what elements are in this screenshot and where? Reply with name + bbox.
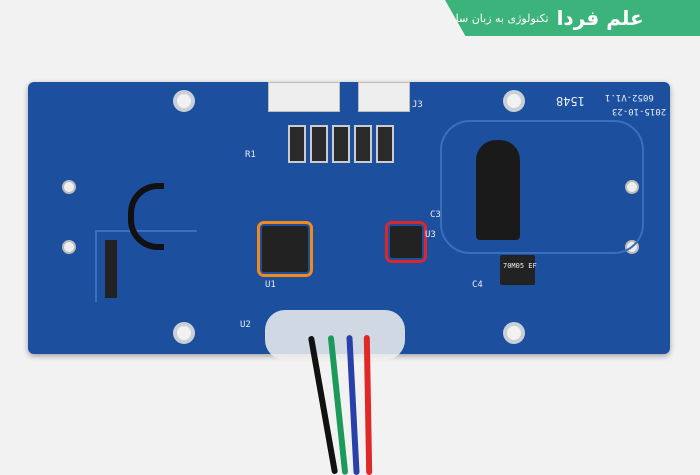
resistor bbox=[332, 125, 350, 163]
resistor bbox=[310, 125, 328, 163]
connector bbox=[358, 82, 410, 112]
mounting-hole bbox=[173, 322, 195, 344]
cable-clip bbox=[128, 183, 164, 250]
voltage-regulator bbox=[500, 255, 535, 285]
mounting-hole bbox=[503, 90, 525, 112]
label: U1 bbox=[265, 280, 276, 290]
label: C4 bbox=[472, 280, 483, 290]
resistor bbox=[288, 125, 306, 163]
pin-header bbox=[105, 240, 117, 298]
label: C3 bbox=[430, 210, 441, 220]
mounting-hole bbox=[503, 322, 525, 344]
label: U2 bbox=[240, 320, 251, 330]
resistor bbox=[376, 125, 394, 163]
trace bbox=[440, 120, 644, 254]
label: U3 bbox=[425, 230, 436, 240]
via-hole bbox=[625, 180, 639, 194]
via-hole bbox=[62, 180, 76, 194]
ic-chip-highlighted bbox=[385, 221, 427, 263]
regulator-marking: 70M05 EF bbox=[503, 262, 537, 270]
mounting-hole bbox=[173, 90, 195, 112]
brand-name: علم فردا bbox=[556, 6, 644, 30]
silkscreen-text: 1548 bbox=[556, 94, 585, 108]
resistor bbox=[354, 125, 372, 163]
silkscreen-text: 2015-10-23 bbox=[612, 106, 667, 116]
via-hole bbox=[62, 240, 76, 254]
label: R1 bbox=[245, 150, 256, 160]
label: J3 bbox=[412, 100, 423, 110]
microcontroller-chip-highlighted bbox=[257, 221, 313, 277]
electrolytic-capacitor bbox=[476, 140, 520, 240]
connector bbox=[268, 82, 340, 112]
brand-tagline: تکنولوژی به زبان ساده bbox=[445, 11, 549, 25]
silkscreen-text: 6052-V1.1 bbox=[605, 92, 654, 102]
brand-logo-banner: علم فردا تکنولوژی به زبان ساده bbox=[445, 0, 700, 36]
